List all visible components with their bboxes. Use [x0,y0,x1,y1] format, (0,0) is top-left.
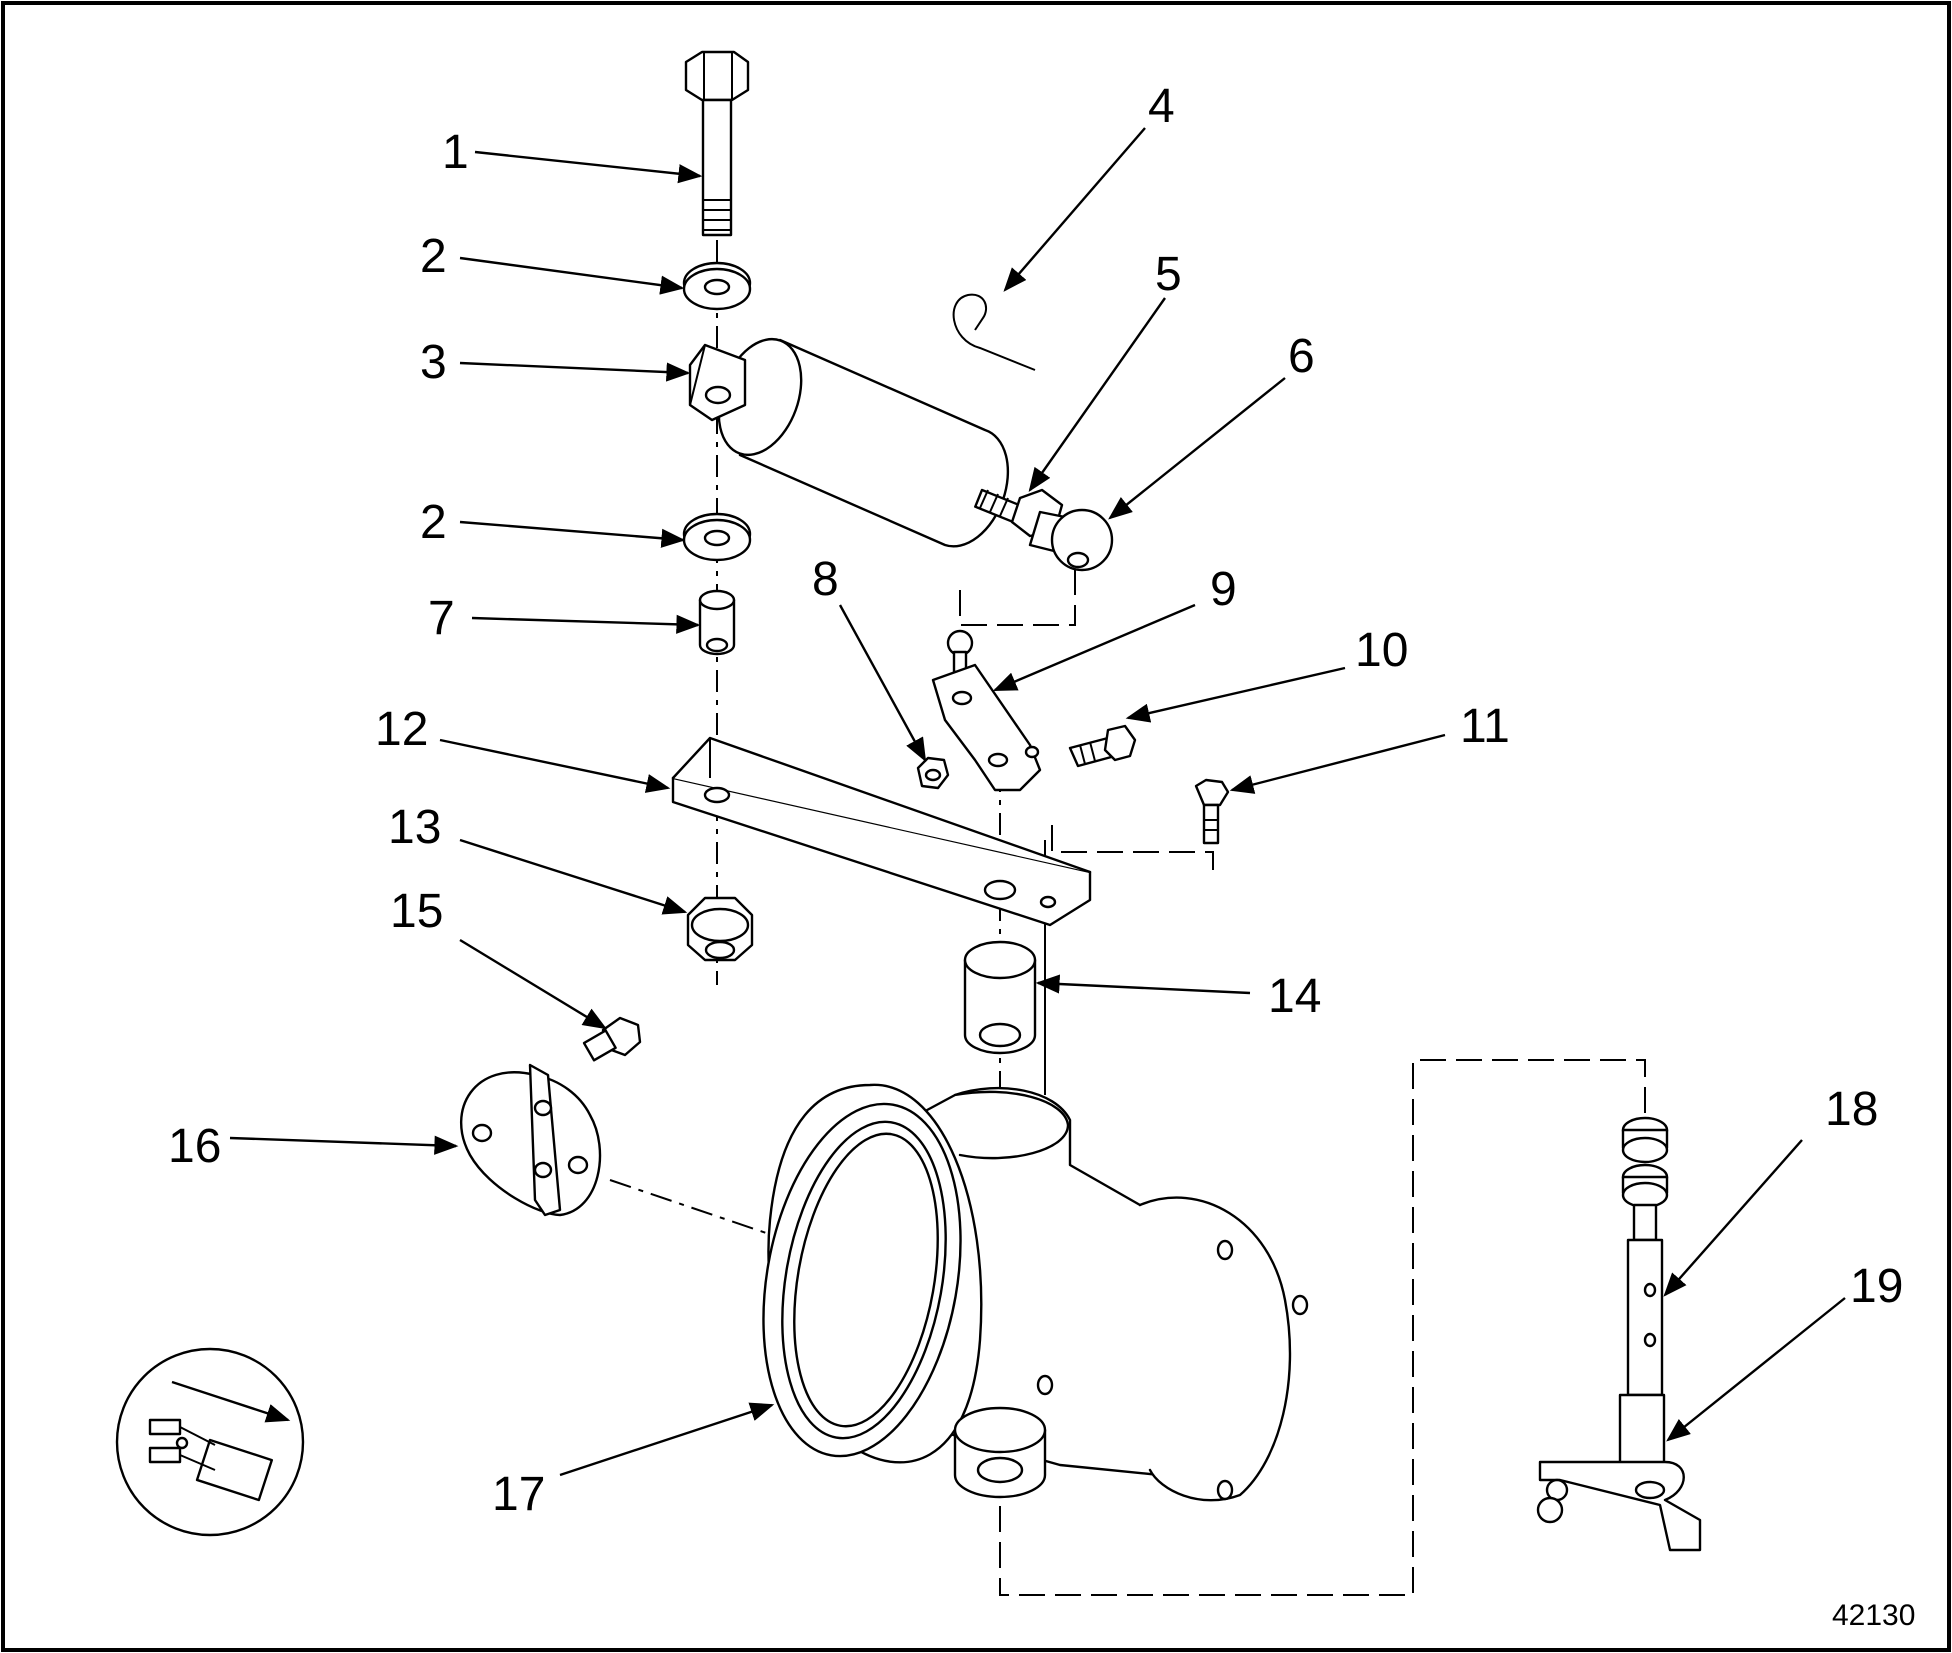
part-16-damper-plate [460,1063,602,1217]
part-2-washer-upper [682,261,752,311]
callout-2-lower: 2 [420,496,447,549]
callout-6: 6 [1288,330,1315,383]
part-19-crank-arm [1536,1393,1702,1552]
callout-13: 13 [388,801,441,854]
callout-18: 18 [1825,1083,1878,1136]
callout-14: 14 [1268,970,1321,1023]
part-15-screw [582,1016,642,1062]
part-1-bolt [684,50,750,237]
callout-8: 8 [812,553,839,606]
part-9-bracket [931,629,1042,792]
callout-5: 5 [1155,248,1182,301]
callout-11: 11 [1460,700,1510,753]
part-17-housing [762,1083,1309,1502]
figure-number: 42130 [1832,1599,1915,1632]
callout-labels: 1 2 3 4 5 6 2 7 8 9 10 11 12 13 14 15 16… [168,80,1903,1521]
callout-9: 9 [1210,563,1237,616]
callout-2-upper: 2 [420,230,447,283]
part-14-bushing [963,940,1037,1055]
callout-1: 1 [442,126,469,179]
part-6-ball-joint [1028,508,1114,572]
callout-3: 3 [420,336,447,389]
callout-19: 19 [1850,1260,1903,1313]
callout-leaders [229,127,1846,1477]
part-18-shaft [1621,1116,1669,1397]
part-2-washer-lower [682,512,752,562]
callout-15: 15 [390,885,443,938]
part-7-spacer [698,589,736,656]
part-10-bolt [1068,724,1137,768]
part-4-clip [952,293,1036,371]
callout-7: 7 [428,592,455,645]
callout-17: 17 [492,1468,545,1521]
part-13-lock-nut [686,896,754,962]
part-11-cap-screw [1194,778,1230,845]
callout-16: 16 [168,1120,221,1173]
callout-12: 12 [375,703,428,756]
callout-4: 4 [1148,80,1175,133]
view-orientation-inset [115,1347,305,1537]
callout-10: 10 [1355,624,1408,677]
part-8-nut [916,756,950,790]
part-12-angle-bracket [671,736,1092,927]
